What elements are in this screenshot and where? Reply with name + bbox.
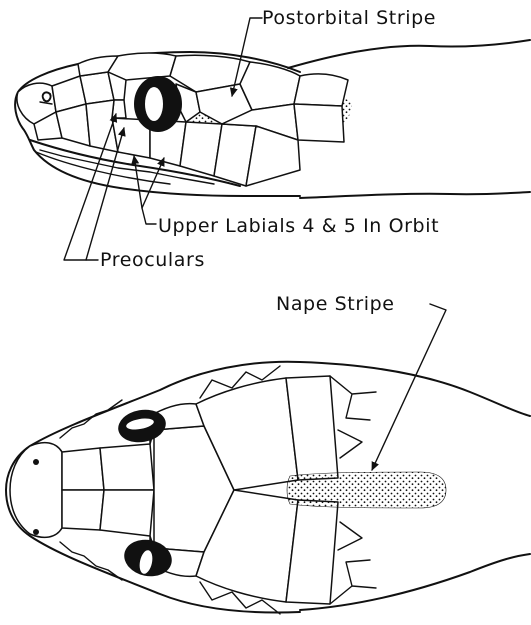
dorsal-neck-upper-outline — [300, 362, 530, 416]
dorsal-neck-lower-outline — [300, 554, 530, 610]
postorbital-label: Postorbital Stripe — [262, 7, 436, 29]
neck-dorsal-outline — [288, 40, 530, 68]
prefrontal-top — [100, 444, 154, 490]
dorsal-nostril-top — [33, 459, 39, 465]
lateral-eye — [134, 76, 182, 132]
dorsal-scale-rows-bottom — [330, 522, 376, 604]
lateral-head-view — [15, 40, 530, 198]
internasal-top — [62, 448, 104, 490]
nape-stripe — [287, 472, 446, 508]
nape-leader — [372, 304, 446, 470]
upper-labial-2 — [56, 104, 90, 146]
dorsal-head-view — [6, 362, 530, 614]
dorsal-scale-rows-top — [330, 376, 376, 458]
neck-scale-b — [294, 104, 344, 142]
neck-ventral-outline — [300, 192, 530, 198]
side-scales-top — [60, 400, 122, 438]
dorsal-nostril-bottom — [33, 529, 39, 535]
prefrontal-bottom — [100, 490, 154, 536]
preoculars-label: Preoculars — [100, 249, 205, 271]
neck-scale-a — [294, 74, 348, 106]
upper-labials-label: Upper Labials 4 & 5 In Orbit — [158, 215, 439, 237]
internasal-bottom — [62, 490, 104, 530]
nape-label: Nape Stripe — [276, 293, 395, 315]
